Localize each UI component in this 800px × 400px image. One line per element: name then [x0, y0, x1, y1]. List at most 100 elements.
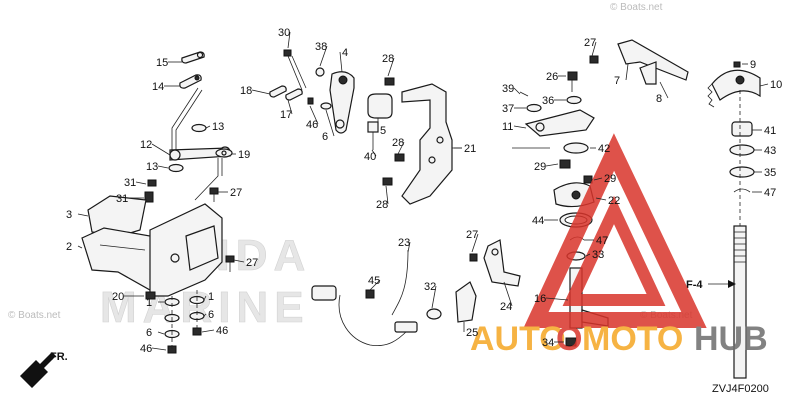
leader-line-c7: [625, 63, 629, 81]
callout-c31b: 31: [116, 193, 128, 205]
callout-c19: 19: [238, 149, 250, 161]
part-group-harness: [311, 249, 442, 347]
part-group-center: [269, 49, 462, 205]
callout-c36: 36: [542, 95, 554, 107]
callout-c41: 41: [764, 125, 776, 137]
callout-c13a: 13: [212, 121, 224, 133]
leader-line-c30: [287, 31, 291, 49]
logo-text-auto: AUTO: [470, 320, 566, 358]
callout-c9: 9: [750, 59, 756, 71]
front-arrow-label: FR.: [50, 351, 68, 363]
callout-c30: 30: [278, 27, 290, 39]
leader-line-c6b: [157, 331, 165, 335]
leader-line-c8: [659, 81, 669, 99]
leader-line-c4: [339, 51, 343, 73]
leader-line-c11: [513, 125, 527, 129]
callout-c44: 44: [532, 215, 544, 227]
leader-line-c27c: [471, 233, 479, 253]
leader-line-c13b: [157, 165, 169, 169]
callout-c27a: 27: [230, 187, 242, 199]
callout-c6b: 6: [146, 327, 152, 339]
callout-c27c: 27: [466, 229, 478, 241]
leader-line-c45: [369, 279, 381, 291]
leader-line-c13a: [205, 125, 211, 129]
callout-c43: 43: [764, 145, 776, 157]
leader-line-c1b: [203, 295, 207, 301]
leader-line-c10: [759, 83, 769, 87]
callout-c22: 22: [608, 195, 620, 207]
callout-c12: 12: [140, 139, 152, 151]
callout-c27d: 27: [584, 37, 596, 49]
leader-line-c12: [151, 143, 171, 156]
callout-c21: 21: [464, 143, 476, 155]
callout-c33: 33: [592, 249, 604, 261]
callout-c26: 26: [546, 71, 558, 83]
ref-label-f4: F-4: [686, 279, 703, 291]
leader-line-c16: [545, 297, 569, 301]
callout-c47a: 47: [596, 235, 608, 247]
callout-c4: 4: [342, 47, 348, 59]
callout-c23: 23: [398, 237, 410, 249]
callout-c35: 35: [764, 167, 776, 179]
callout-c42: 42: [598, 143, 610, 155]
leader-line-c39: [513, 87, 521, 95]
leader-line-c38: [319, 45, 328, 67]
callout-c46b: 46: [140, 343, 152, 355]
callout-c27b: 27: [246, 257, 258, 269]
callout-c25: 25: [466, 327, 478, 339]
part-group-brackets: [455, 239, 521, 323]
leader-line-c24: [503, 281, 513, 307]
callout-c18: 18: [240, 85, 252, 97]
leader-line-c46c: [201, 329, 215, 333]
front-arrow-icon: [20, 352, 56, 388]
leader-line-c28b: [397, 141, 405, 155]
callout-c28c: 28: [376, 199, 388, 211]
logo-text-hub: HUB: [694, 320, 768, 358]
callout-c40: 40: [364, 151, 376, 163]
diagram-code: ZVJ4F0200: [712, 383, 769, 395]
leader-line-c27b: [233, 259, 245, 263]
brand-watermark-marine: MARINE: [100, 283, 310, 332]
callout-c20: 20: [112, 291, 124, 303]
callout-c7: 7: [614, 75, 620, 87]
leader-line-c27d: [591, 41, 597, 57]
watermark-left: © Boats.net: [8, 310, 61, 321]
watermark-top: © Boats.net: [610, 2, 663, 13]
leader-line-c3: [77, 213, 89, 217]
leader-line-c22: [595, 197, 607, 201]
leader-line-c33: [585, 253, 591, 257]
callout-c24: 24: [500, 301, 512, 313]
leader-line-c17: [287, 99, 293, 115]
callout-c29a: 29: [534, 161, 546, 173]
leader-line-c46b: [151, 347, 167, 351]
leader-line-c28c: [385, 185, 389, 205]
callout-c39: 39: [502, 83, 514, 95]
callout-c15: 15: [156, 57, 168, 69]
callout-c8: 8: [656, 93, 662, 105]
leader-line-c6a: [325, 109, 335, 137]
callout-c16: 16: [534, 293, 546, 305]
callout-c1b: 1: [208, 291, 214, 303]
callout-c46c: 46: [216, 325, 228, 337]
leader-line-c28a: [387, 57, 395, 77]
callout-c5: 5: [380, 125, 386, 137]
callout-c28a: 28: [382, 53, 394, 65]
callout-c34: 34: [542, 337, 554, 349]
leader-line-c6c: [203, 313, 207, 317]
leader-line-c23: [407, 241, 411, 253]
callout-c31a: 31: [124, 177, 136, 189]
callout-c1a: 1: [146, 297, 152, 309]
callout-c6a: 6: [322, 131, 328, 143]
leader-line-c29b: [593, 177, 603, 181]
callout-c13b: 13: [146, 161, 158, 173]
callout-c29b: 29: [604, 173, 616, 185]
leader-line-c32: [431, 285, 437, 309]
logo-text-o: O: [556, 320, 582, 358]
callout-c45: 45: [368, 275, 380, 287]
leader-line-c31a: [135, 181, 147, 185]
callout-c10: 10: [770, 79, 782, 91]
leader-line-c29a: [545, 163, 559, 167]
logo-text-moto: MOTO: [582, 320, 683, 358]
